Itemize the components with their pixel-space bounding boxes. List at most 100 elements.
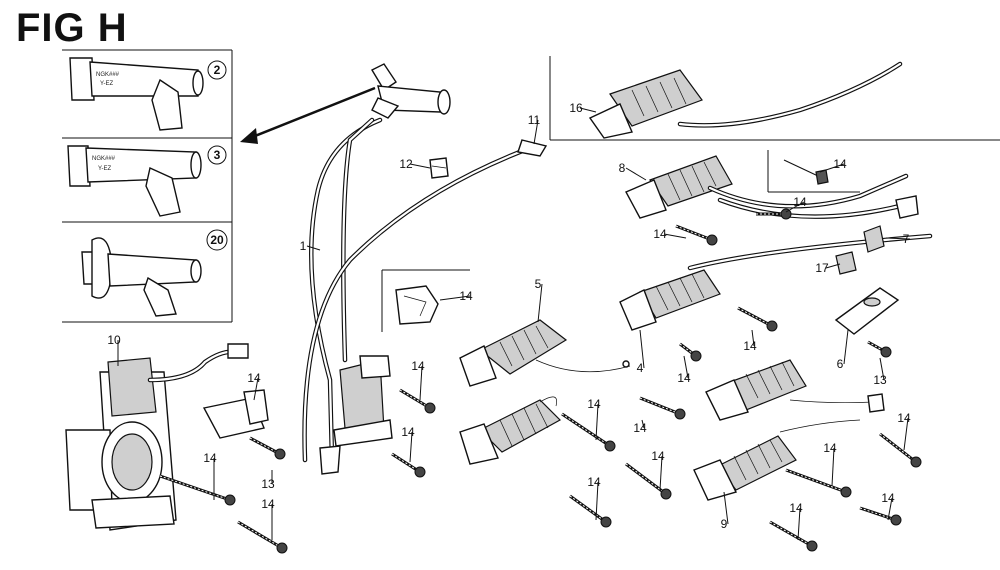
- callout-label: 14: [833, 157, 847, 171]
- mounting-bracket: [202, 389, 269, 439]
- charge-coil-lower: [459, 396, 561, 465]
- leader-line: [419, 365, 423, 401]
- callout-label: 14: [203, 451, 217, 465]
- bolt-head: [806, 540, 818, 552]
- leader-line: [537, 283, 543, 323]
- grommet-21: [835, 251, 857, 275]
- bolt-head: [780, 208, 792, 220]
- stamp-line-2: Y-EZ: [98, 166, 111, 172]
- leader-line: [579, 107, 597, 113]
- leader-line: [683, 355, 689, 379]
- callout-label: 12: [399, 157, 413, 171]
- callout-label: 6: [837, 357, 844, 371]
- leader-line: [879, 357, 885, 381]
- bolt-head: [880, 346, 892, 358]
- leader-line: [885, 237, 911, 240]
- leader-line: [663, 233, 687, 239]
- callout-label: 14: [677, 371, 691, 385]
- callout-label: 9: [721, 517, 728, 531]
- bolt-head: [414, 466, 426, 478]
- bolt-thread: [561, 413, 611, 447]
- grommet-7: [863, 225, 885, 253]
- callout-label: 14: [459, 289, 473, 303]
- bolt-thread: [391, 453, 421, 473]
- callout-circle-2: 2: [207, 60, 227, 80]
- stamp-line-1: NGK###: [92, 156, 116, 162]
- callout-label: 14: [587, 397, 601, 411]
- bolt-thread: [785, 469, 847, 493]
- leader-lines: [117, 107, 911, 541]
- plug-cap-holder: [381, 269, 470, 332]
- bolt-head: [274, 448, 286, 460]
- callout-label: 17: [815, 261, 829, 275]
- bolt-head: [890, 514, 902, 526]
- bolt-head: [224, 494, 236, 506]
- bolt-thread: [399, 389, 431, 409]
- callout-label: 13: [873, 373, 887, 387]
- callout-label: 14: [823, 441, 837, 455]
- exciter-coil-19: [549, 56, 1000, 141]
- callout-label: 10: [107, 333, 121, 347]
- leader-line: [595, 481, 599, 521]
- bolt-head: [604, 440, 616, 452]
- leader-line: [723, 491, 729, 525]
- leader-line: [641, 419, 645, 429]
- bolt-18-inset: [767, 150, 860, 193]
- callout-label: 14: [411, 359, 425, 373]
- callout-label: 14: [261, 497, 275, 511]
- leader-line: [887, 497, 893, 521]
- callout-label: 7: [903, 232, 910, 246]
- callout-label: 13: [261, 477, 275, 491]
- bolt-head: [660, 488, 672, 500]
- exciter-coil-8: [625, 155, 919, 219]
- bolt-thread: [625, 463, 667, 495]
- leader-line: [439, 295, 471, 301]
- leader-line: [595, 403, 599, 441]
- leader-line: [843, 329, 849, 365]
- bolt-shaft: [859, 506, 897, 522]
- callout-circle-3: 3: [207, 145, 227, 165]
- cover-plate: [834, 287, 900, 335]
- charge-coil-5: [459, 319, 631, 387]
- bolt-head: [766, 320, 778, 332]
- callout-circle-20: 20: [206, 229, 228, 251]
- leader-line: [825, 263, 841, 269]
- callout-label: 14: [881, 491, 895, 505]
- callout-label: 14: [743, 339, 757, 353]
- wire-clip: [429, 157, 449, 179]
- variant-ref-20: 20: [210, 233, 224, 247]
- ignition-coil-assembly: [302, 63, 548, 475]
- bolt-head: [424, 402, 436, 414]
- leader-line: [751, 329, 755, 347]
- leader-line: [903, 417, 909, 451]
- callout-label: 4: [637, 361, 644, 375]
- variant-ref-3: 3: [214, 148, 221, 162]
- bolt-head: [690, 350, 702, 362]
- callout-label: 1: [300, 239, 307, 253]
- leader-line: [253, 377, 259, 401]
- leader-line: [659, 455, 663, 491]
- bolt-thread: [737, 307, 773, 327]
- bolt-thread: [237, 521, 283, 549]
- stamp-line-1: NGK###: [96, 72, 120, 78]
- stator-plate: [65, 343, 249, 531]
- variant-inset-frame: [62, 49, 233, 323]
- spark-plug-cap-variant-2: NGK### Y-EZ: [69, 57, 204, 131]
- leader-line: [797, 507, 801, 541]
- leader-line: [819, 163, 845, 173]
- callout-label: 14: [633, 421, 647, 435]
- bolt-head: [276, 542, 288, 554]
- bolt-thread: [569, 495, 607, 523]
- bolt-thread: [159, 475, 231, 501]
- bolt-head: [674, 408, 686, 420]
- exciter-coil-right: [705, 359, 885, 421]
- bolt-head: [910, 456, 922, 468]
- callout-label: 14: [587, 475, 601, 489]
- callout-label: 14: [401, 425, 415, 439]
- leader-line: [625, 167, 647, 181]
- spark-plug-cap-variant-20: [81, 237, 202, 317]
- bolt-shaft: [879, 432, 917, 464]
- bolt-group: [159, 208, 922, 554]
